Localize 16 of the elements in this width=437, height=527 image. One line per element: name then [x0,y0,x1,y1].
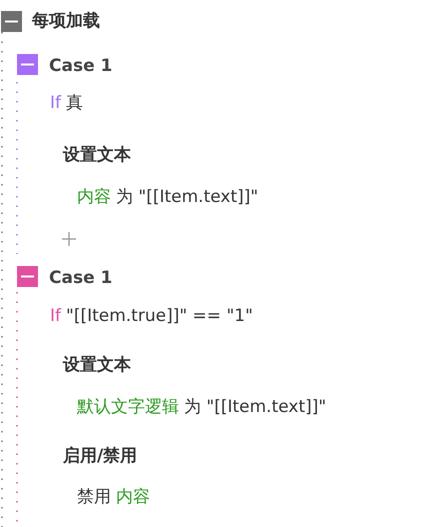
action-detail: 禁用 [77,486,111,508]
condition-keyword: If [50,92,61,114]
action-detail: 为 "[[Item.text]]" [116,186,258,208]
case-title: Case 1 [49,55,112,77]
target-name: 内容 [116,486,150,508]
case-title: Case 1 [49,267,112,289]
event-title: 每项加载 [32,10,100,32]
action-title: 启用/禁用 [63,445,138,467]
target-name: 默认文字逻辑 [77,396,179,418]
action-title: 设置文本 [63,354,131,376]
condition-text: "[[Item.true]]" == "1" [66,305,253,327]
action-detail: 为 "[[Item.text]]" [184,396,326,418]
condition-keyword: If [50,305,61,327]
condition-text: 真 [66,92,83,114]
action-title: 设置文本 [63,144,131,166]
target-name: 内容 [77,186,111,208]
